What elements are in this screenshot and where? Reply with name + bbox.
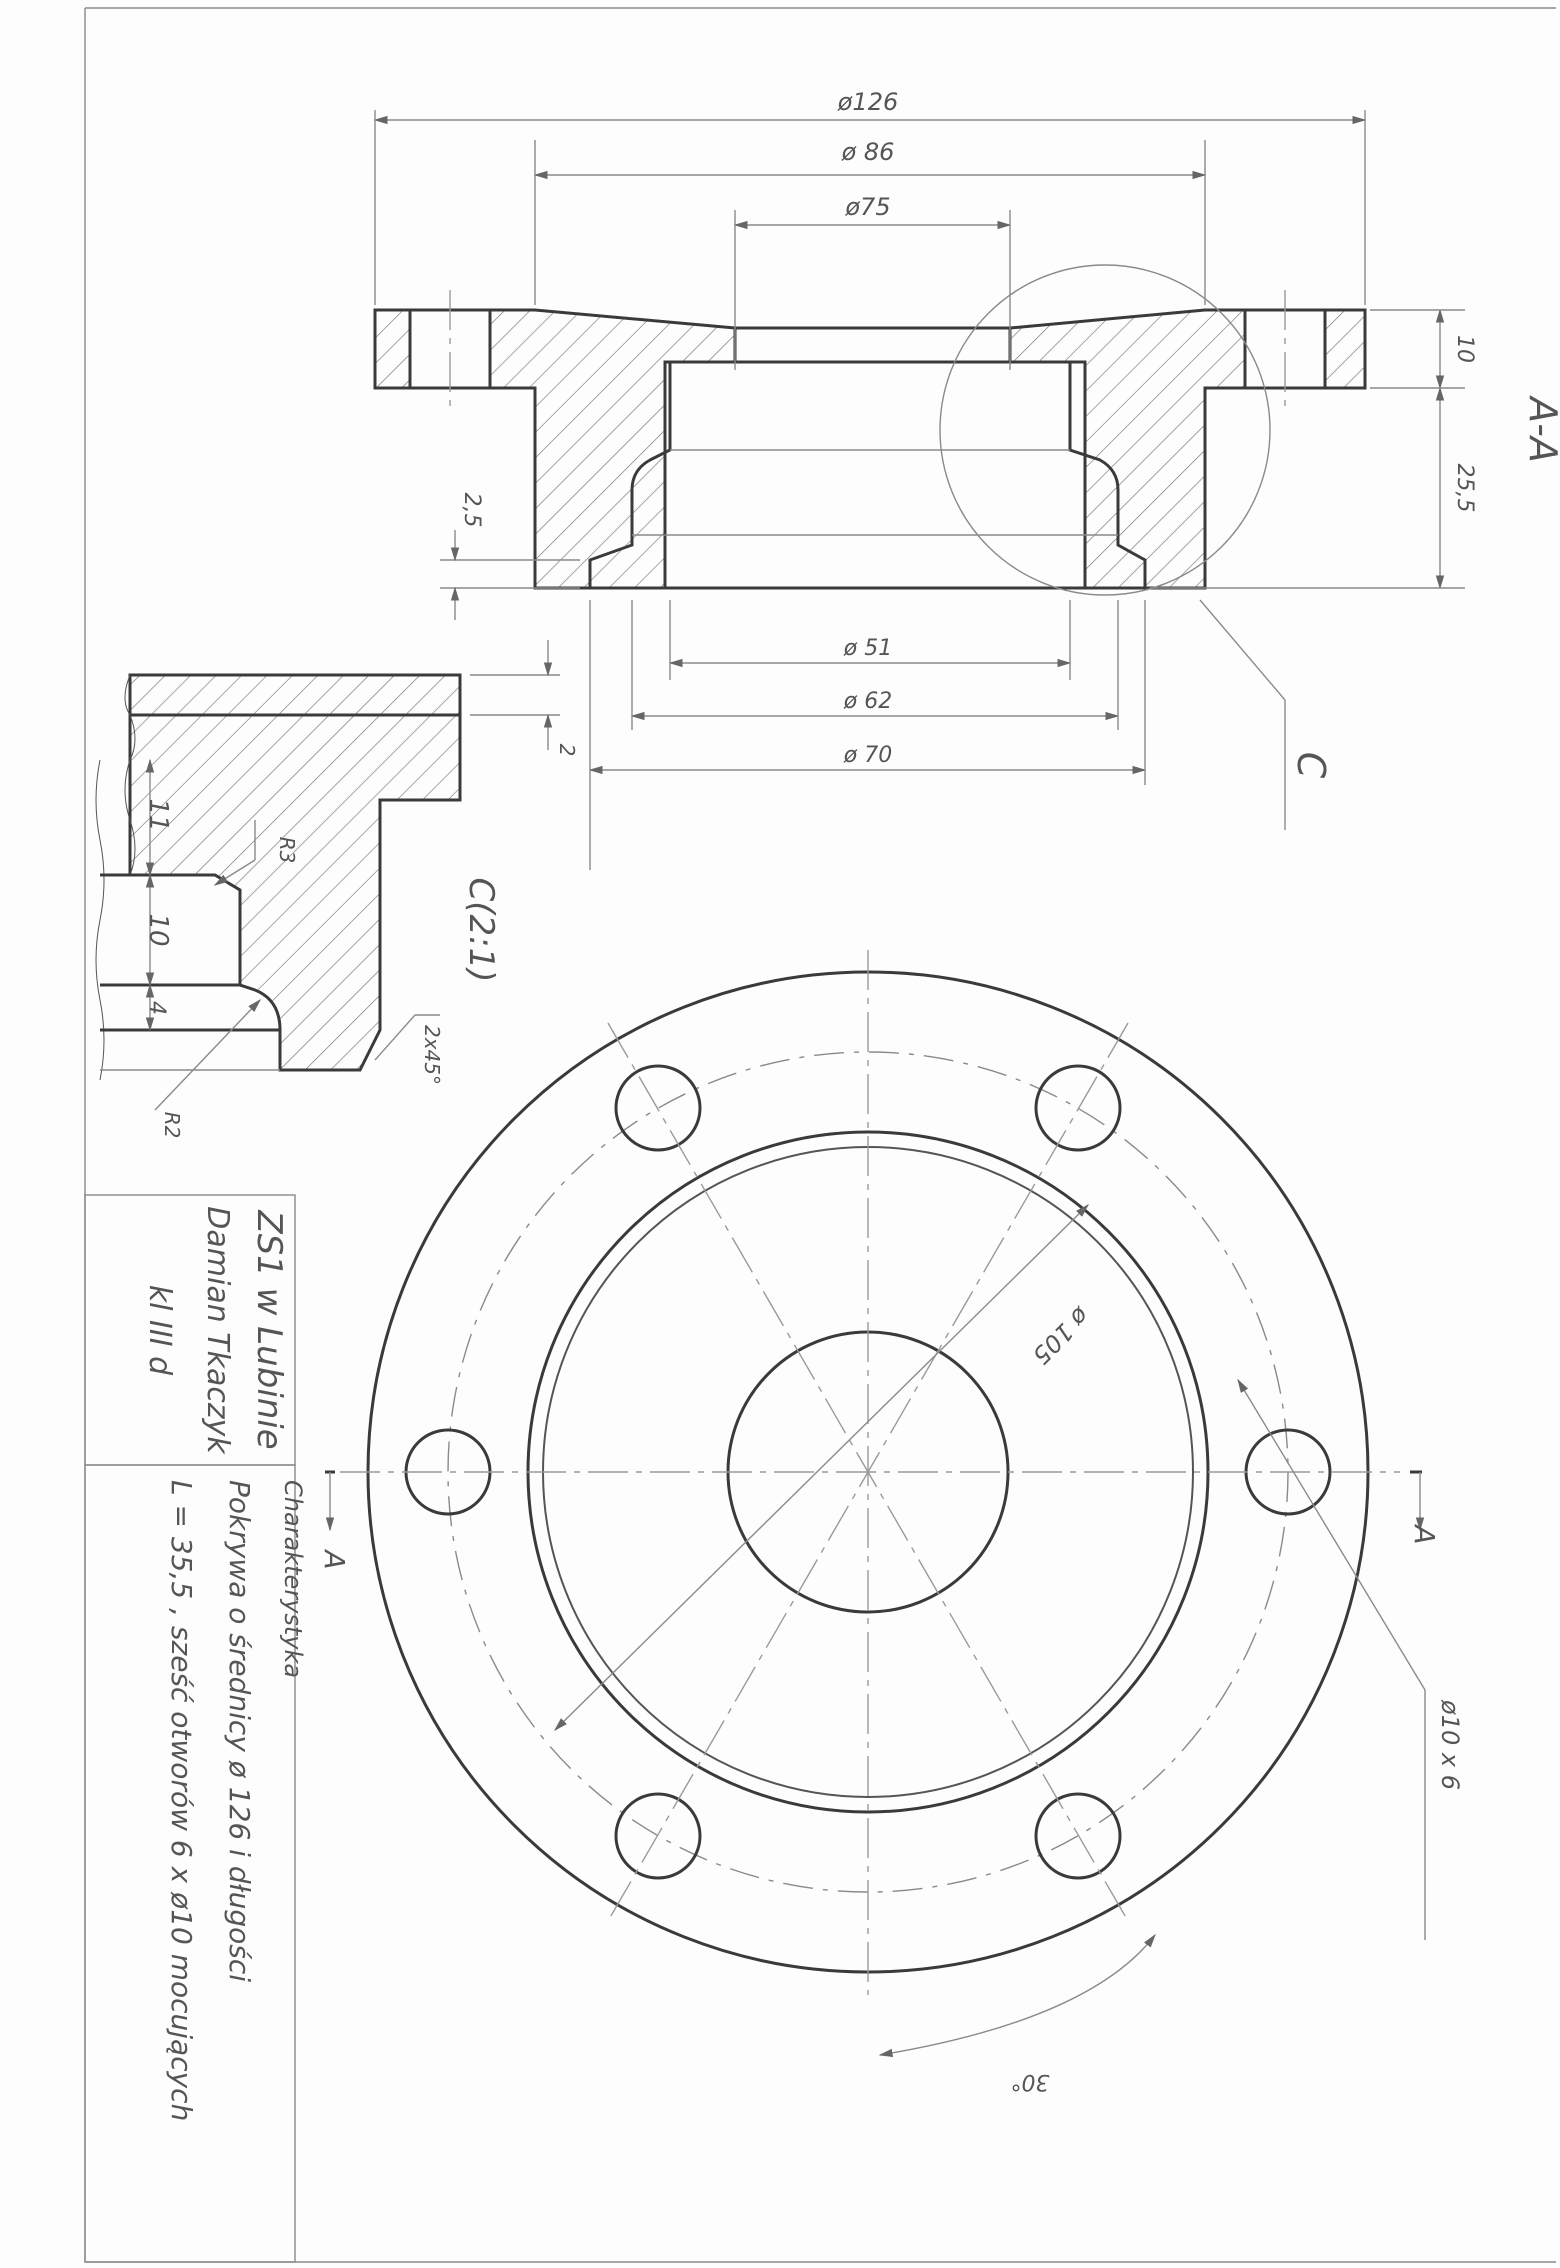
dim-c10: 10 [143, 913, 173, 946]
class-name: kl III d [142, 1285, 177, 1376]
description-heading: Charakterystyka [279, 1480, 307, 1678]
dim-h2: 2 [555, 744, 579, 757]
dim-chamfer: 2x45° [420, 1025, 444, 1085]
detail-marker-label: C [1289, 752, 1333, 779]
dim-d126: ø126 [837, 88, 899, 116]
section-label: A-A [1521, 394, 1560, 463]
dim-h2-5: 2,5 [459, 493, 484, 528]
dim-angle: 30° [1011, 2069, 1050, 2094]
description-line-2: L = 35,5 , sześć otworów 6 x ø10 mocując… [165, 1480, 198, 2121]
dim-r2: R2 [160, 1112, 184, 1139]
dim-h25-5: 25,5 [1452, 464, 1477, 513]
dim-d51: ø 51 [843, 636, 892, 661]
front-view [325, 950, 1426, 2058]
school-name: ZS1 w Lubinie [249, 1209, 289, 1449]
dim-d86: ø 86 [841, 138, 895, 166]
description-text: Charakterystyka Pokrywa o średnicy ø 126… [165, 1480, 307, 2121]
dim-c4: 4 [144, 1001, 169, 1015]
dim-r3: R3 [275, 837, 299, 864]
author-name: Damian Tkaczyk [200, 1206, 235, 1455]
detail-title: C(2:1) [461, 878, 501, 983]
description-line-1: Pokrywa o średnicy ø 126 i długości [223, 1480, 256, 1982]
dim-d70: ø 70 [843, 743, 892, 768]
title-block-text: ZS1 w Lubinie Damian Tkaczyk kl III d [142, 1206, 289, 1455]
detail-view-c [95, 640, 560, 1111]
dim-pcd: ø 105 [1027, 1301, 1096, 1370]
dim-d62: ø 62 [843, 689, 892, 714]
view-labels: A-A C C(2:1) A A [318, 394, 1560, 1569]
cut-label-left: A [318, 1548, 351, 1569]
dim-c11: 11 [143, 798, 173, 831]
dim-holes: ø10 x 6 [1436, 1699, 1464, 1790]
dim-h10: 10 [1452, 335, 1477, 363]
cut-label-right: A [1408, 1523, 1441, 1544]
dim-d75: ø75 [844, 193, 890, 221]
section-view-a-a [373, 264, 1367, 830]
section-dimensions [373, 110, 1465, 870]
title-block [84, 1194, 296, 2263]
